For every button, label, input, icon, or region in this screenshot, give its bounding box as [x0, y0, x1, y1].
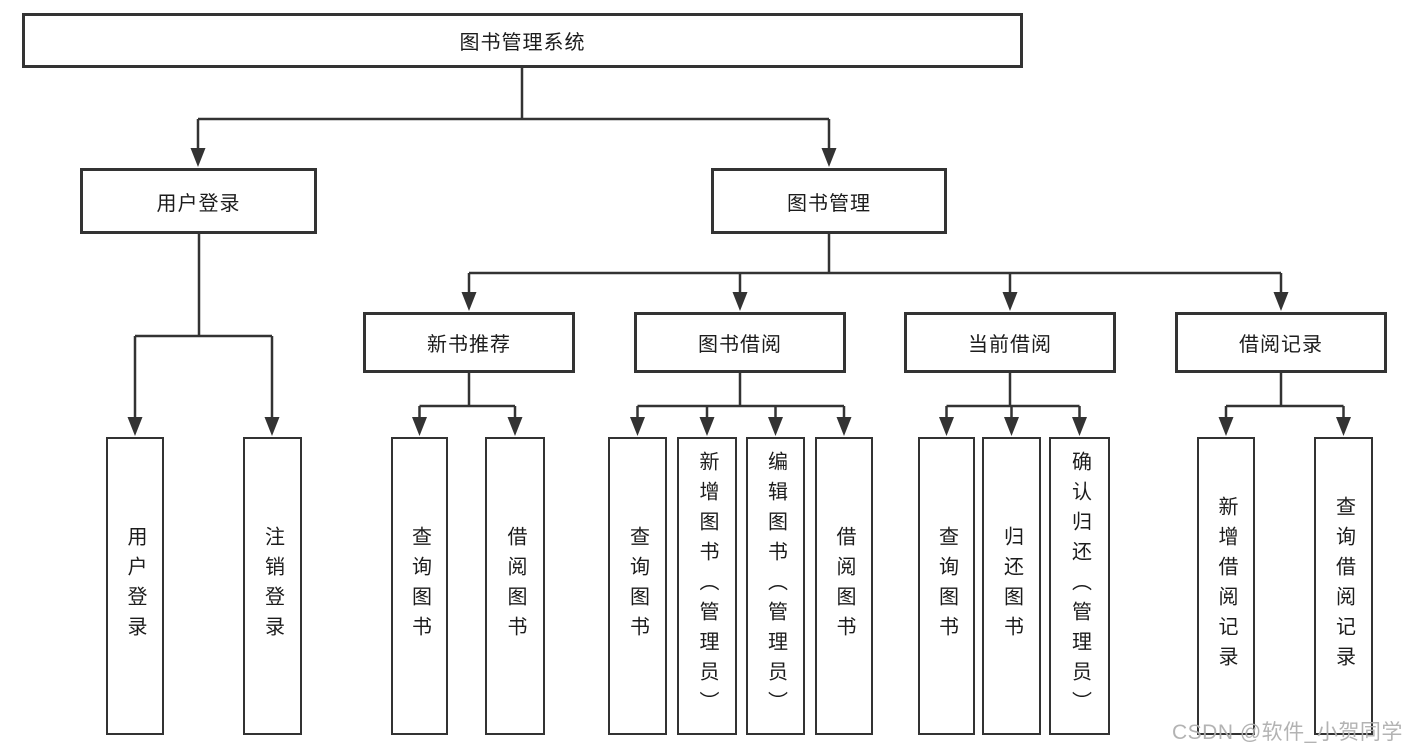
- leaf-label: 借阅图书: [504, 526, 526, 646]
- leaf-label: 归还图书: [1000, 526, 1023, 646]
- leaf-edit-books-admin: 编辑图书（管理员）: [746, 437, 805, 735]
- leaf-query-borrow-record: 查询借阅记录: [1314, 437, 1373, 735]
- node-label: 新书推荐: [427, 334, 511, 356]
- node-new-book-recommendation: 新书推荐: [363, 312, 575, 373]
- node-label: 借阅记录: [1239, 334, 1323, 356]
- leaf-borrow-books-borrowing: 借阅图书: [815, 437, 873, 735]
- leaf-borrow-books-recommend: 借阅图书: [485, 437, 545, 735]
- leaf-label: 确认归还（管理员）: [1068, 451, 1091, 721]
- node-label: 用户登录: [156, 192, 241, 215]
- leaf-label: 新增图书（管理员）: [696, 451, 718, 721]
- watermark-csdn: CSDN @软件_小贺同学: [1172, 721, 1403, 744]
- leaf-query-books-current: 查询图书: [918, 437, 975, 735]
- node-book-borrowing: 图书借阅: [634, 312, 846, 373]
- node-label: 图书管理系统: [459, 32, 586, 54]
- leaf-query-books-recommend: 查询图书: [391, 437, 448, 735]
- leaf-label: 查询借阅记录: [1332, 496, 1355, 676]
- node-user-login: 用户登录: [80, 168, 317, 234]
- node-label: 图书管理: [787, 192, 871, 215]
- leaf-return-books: 归还图书: [982, 437, 1041, 735]
- leaf-label: 新增借阅记录: [1215, 496, 1237, 676]
- leaf-label: 查询图书: [935, 526, 958, 646]
- leaf-label: 编辑图书（管理员）: [764, 451, 787, 721]
- leaf-label: 用户登录: [124, 526, 146, 646]
- node-label: 当前借阅: [968, 334, 1052, 356]
- node-label: 图书借阅: [698, 334, 782, 356]
- leaf-add-borrow-record: 新增借阅记录: [1197, 437, 1255, 735]
- leaf-label: 查询图书: [408, 526, 431, 646]
- leaf-add-books-admin: 新增图书（管理员）: [677, 437, 737, 735]
- leaf-query-books-borrowing: 查询图书: [608, 437, 667, 735]
- leaf-confirm-return-admin: 确认归还（管理员）: [1049, 437, 1110, 735]
- node-book-management: 图书管理: [711, 168, 947, 234]
- leaf-label: 借阅图书: [833, 526, 855, 646]
- node-borrowing-records: 借阅记录: [1175, 312, 1387, 373]
- leaf-label: 注销登录: [261, 526, 284, 646]
- arrowheads: [127, 148, 1351, 436]
- leaf-logout-login: 注销登录: [243, 437, 302, 735]
- node-current-borrowing: 当前借阅: [904, 312, 1116, 373]
- leaf-user-login: 用户登录: [106, 437, 164, 735]
- leaf-label: 查询图书: [626, 526, 649, 646]
- node-library-system: 图书管理系统: [22, 13, 1023, 68]
